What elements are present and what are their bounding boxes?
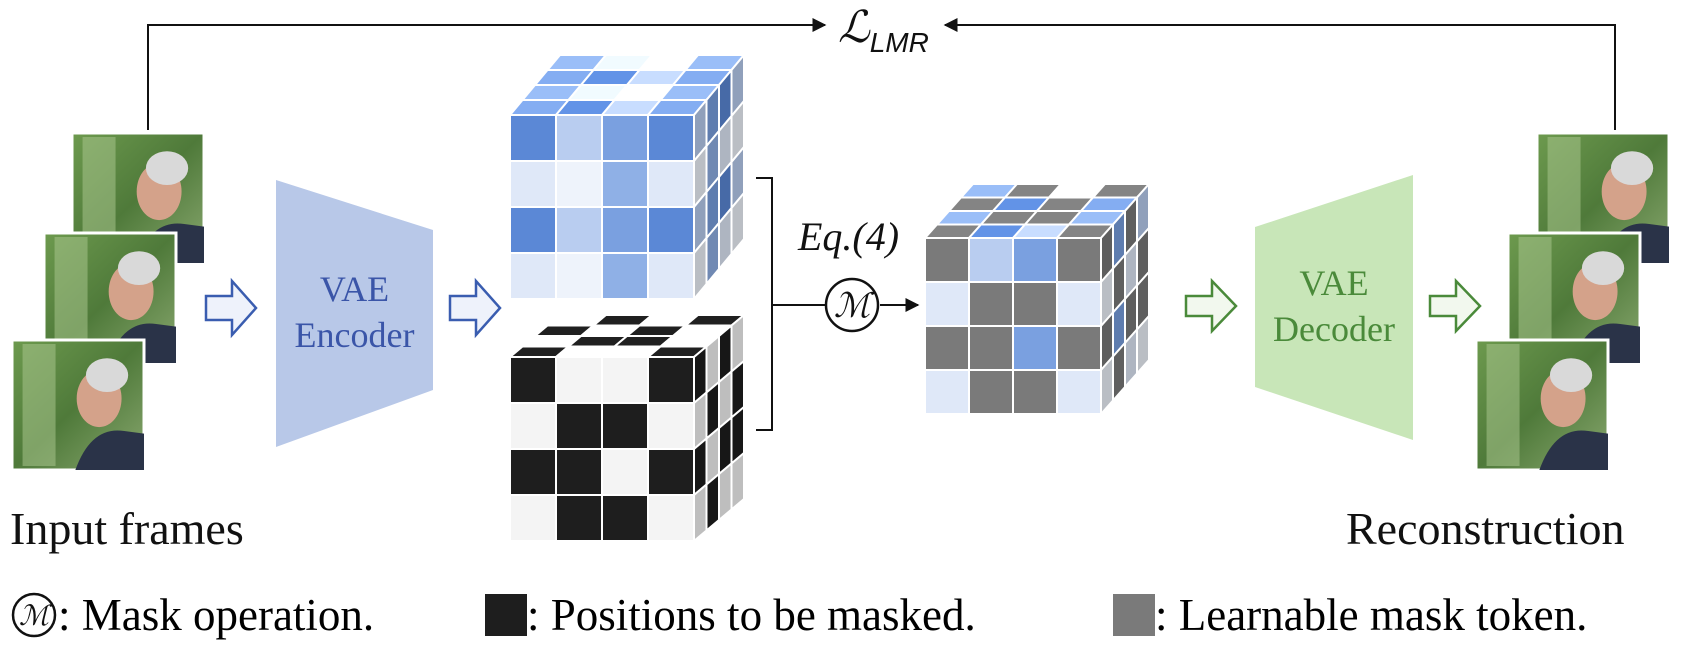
reconstruction-label: Reconstruction [1346, 503, 1625, 554]
mask-cube-side-cell [693, 482, 708, 544]
mask-cube-front-cell [555, 356, 603, 404]
masked-cube-front-cell [1012, 237, 1058, 283]
mask-cube-front-cell [555, 402, 603, 450]
legend-mask-operation: ℳ : Mask operation. [10, 590, 374, 640]
latent-cube-front-cell [509, 252, 557, 300]
latent-cube-front-cell [647, 206, 695, 254]
latent-cube-front-cell [601, 252, 649, 300]
masked-cube-side-cell [1136, 313, 1150, 377]
mask-cube-front-cell [555, 448, 603, 496]
svg-text:ℳ: ℳ [19, 601, 53, 632]
arrow-to-decoder [1184, 277, 1238, 335]
mask-cube-side-cell [718, 461, 733, 523]
masked-cube-front-cell [968, 237, 1014, 283]
masked-cube-front-cell [1012, 369, 1058, 415]
masked-cube-front-cell [1012, 325, 1058, 371]
latent-cube-front-cell [647, 160, 695, 208]
masked-cube-front-cell [1012, 281, 1058, 327]
mask-cube-front-cell [555, 494, 603, 542]
masked-cube-front-cell [1056, 325, 1102, 371]
masked-cube-front-cell [924, 237, 970, 283]
latent-cube-front-cell [555, 206, 603, 254]
mask-cube-front-cell [509, 356, 557, 404]
mask-cube-front-cell [647, 356, 695, 404]
mask-operation-symbol: ℳ [834, 288, 875, 325]
latent-cube-front-cell [509, 160, 557, 208]
mask-cube-front-cell [509, 448, 557, 496]
mask-cube-front-cell [647, 402, 695, 450]
mask-cube-front-cell [647, 448, 695, 496]
latent-cube-front-cell [601, 206, 649, 254]
mask-cube-front-cell [601, 494, 649, 542]
input-frames-stack [10, 131, 206, 472]
mask-operation-icon [824, 277, 880, 333]
mask-cube-front-cell [601, 448, 649, 496]
masked-latent-cube [922, 181, 1152, 417]
arrow-encoder-to-latent [448, 277, 502, 339]
mask-cube-side-cell [705, 471, 720, 533]
video-frame [10, 338, 146, 472]
latent-cube-front-cell [647, 114, 695, 162]
decoder-label-line1: VAE [1299, 263, 1369, 303]
masked-cube-front-cell [968, 281, 1014, 327]
legend-positions-masked-text: : Positions to be masked. [527, 590, 976, 640]
masked-cube-front-cell [968, 325, 1014, 371]
mask-cube-front-cell [509, 494, 557, 542]
legend-learnable-token-text: : Learnable mask token. [1155, 590, 1588, 640]
arrow-decoder-to-output [1428, 277, 1482, 335]
masked-cube-front-cell [924, 369, 970, 415]
decoder-label: VAE Decoder [1255, 260, 1413, 352]
legend-mask-operation-text: : Mask operation. [58, 590, 375, 640]
mask-cube-front-cell [509, 402, 557, 450]
latent-cube-front-cell [555, 114, 603, 162]
input-frames-label: Input frames [10, 503, 244, 554]
mask-cube-front-cell [601, 356, 649, 404]
loss-loop [147, 18, 1616, 130]
merge-bracket: ℳ [756, 177, 920, 431]
latent-cube-front-cell [601, 114, 649, 162]
mask-cube-side-cell [730, 450, 745, 512]
latent-cube-front-cell [509, 114, 557, 162]
latent-cube-front-cell [555, 160, 603, 208]
masked-cube-front-cell [1056, 237, 1102, 283]
encoder-label: VAE Encoder [276, 266, 433, 358]
video-frame [1474, 338, 1610, 472]
equation-label: Eq.(4) [798, 214, 900, 259]
masked-cube-front-cell [924, 325, 970, 371]
latent-cube-side-cell [730, 190, 745, 257]
legend-learnable-token: : Learnable mask token. [1113, 590, 1587, 640]
legend-gray-square-icon [1113, 594, 1155, 636]
latent-cube-front-cell [555, 252, 603, 300]
masked-cube-front-cell [1056, 369, 1102, 415]
masked-cube-front-cell [1056, 281, 1102, 327]
legend-black-square-icon [485, 594, 527, 636]
legend-mask-operation-icon: ℳ [11, 592, 57, 638]
loss-subscript: LMR [869, 26, 929, 58]
reconstruction-frames-stack [1474, 131, 1671, 472]
mask-cube [507, 312, 747, 544]
legend-positions-masked: : Positions to be masked. [485, 590, 976, 640]
arrow-to-encoder [204, 277, 258, 339]
decoder-label-line2: Decoder [1273, 309, 1395, 349]
mask-cube-front-cell [647, 494, 695, 542]
masked-cube-front-cell [968, 369, 1014, 415]
latent-cube-front-cell [601, 160, 649, 208]
latent-cube-front-cell [647, 252, 695, 300]
loss-label: ℒLMR [838, 2, 929, 59]
vae-encoder-block [276, 180, 433, 447]
loss-symbol: ℒ [838, 3, 870, 52]
masked-cube-front-cell [924, 281, 970, 327]
vae-decoder-block [1255, 175, 1413, 440]
latent-cube-front-cell [509, 206, 557, 254]
encoder-label-line2: Encoder [294, 315, 415, 355]
latent-cube [507, 52, 747, 302]
mask-cube-front-cell [601, 402, 649, 450]
encoder-label-line1: VAE [319, 269, 390, 309]
